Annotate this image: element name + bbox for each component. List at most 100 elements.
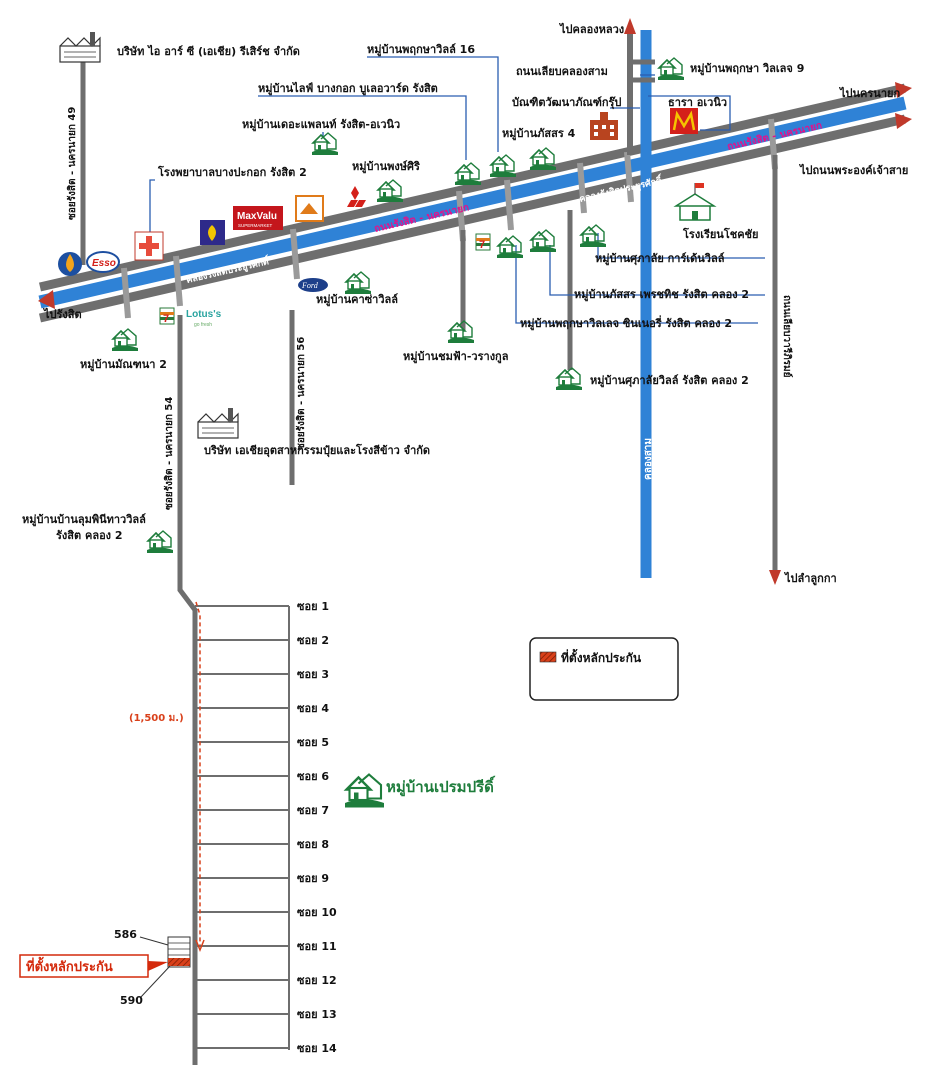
irc-label: บริษัท ไอ อาร์ ซี (เอเชีย) รีเสิร์ช จำกั…: [117, 44, 300, 58]
arrow-to-nakhon-nayok-icon: [895, 82, 912, 98]
to-ongkharak-label: ไปถนนพระองค์เจ้าสาย: [798, 163, 908, 177]
chomfa-house-icon: [447, 320, 475, 344]
route-arrow-icon: [195, 939, 205, 953]
plot-590-leader: [139, 965, 171, 999]
arrow-to-rangsit-icon: [38, 290, 55, 309]
supalai-garden-house-icon: [579, 224, 607, 248]
lumpini-label-2: รังสิต คลอง 2: [56, 529, 123, 542]
phongsiri-label: หมู่บ้านพงษ์ศิริ: [352, 160, 420, 174]
soi-10: ซอย 10: [297, 906, 337, 919]
pruksa-gold-label: หมู่บ้านพฤกษาวิลเลจ ซินเนอรี่ รังสิต คลอ…: [520, 315, 732, 331]
road-right-label: ถนนเลียบวารีภิรมย์: [781, 295, 793, 378]
planet-label: หมู่บ้านเดอะแพลนท์ รังสิต-อเวนิว: [242, 118, 400, 132]
phasorn4-label: หมู่บ้านภัสสร 4: [502, 127, 576, 141]
mitsubishi-logo-icon: [347, 186, 366, 207]
manthana-house-icon: [111, 328, 139, 352]
collateral-callout-pointer: [148, 961, 168, 971]
school-icon: [673, 183, 717, 221]
chomfa-label: หมู่บ้านชมฟ้า-วรางกูล: [403, 350, 509, 364]
legend-swatch: [539, 651, 557, 663]
phasorn4-house-icon-1: [454, 162, 482, 186]
phasorn-petch-label: หมู่บ้านภัสสร เพรชทิช รังสิต คลอง 2: [574, 288, 749, 302]
pruksa16-label: หมู่บ้านพฤกษาวิลล์ 16: [367, 43, 475, 57]
bank-logo-icon: [200, 220, 225, 245]
bridge-markers: [121, 118, 778, 319]
to-lamlukka-label: ไปลำลูกกา: [783, 571, 837, 586]
side-roads: [80, 62, 778, 1065]
leader-lines: [149, 56, 765, 324]
soi-11: ซอย 11: [297, 940, 337, 953]
to-nakhon-nayok-label: ไปนครนายก: [838, 86, 900, 100]
rangsit54-label: ซอยรังสิต - นครนายก 54: [163, 397, 175, 510]
phasorn4-house-icon-3: [529, 147, 557, 171]
prem-pree-label: หมู่บ้านเปรมปรีดิ์: [386, 775, 496, 797]
esso-logo: Esso: [86, 251, 120, 273]
soi-12: ซอย 12: [297, 974, 337, 987]
phongsiri-house-icon: [376, 179, 404, 203]
soi-13: ซอย 13: [297, 1008, 337, 1021]
soi-6: ซอย 6: [297, 770, 329, 783]
rangsit49-label: ซอยรังสิต - นครนายก 49: [66, 107, 78, 220]
soi-9: ซอย 9: [297, 872, 329, 885]
asia-fertilizer-label: บริษัท เอเชียอุตสาหกรรมปุ๋ยและโรงสีข้าว …: [204, 443, 430, 458]
distance-label: (1,500 ม.): [129, 713, 184, 724]
route-dashed-line: [195, 601, 201, 945]
soi-grid: [195, 605, 290, 1050]
soi-7: ซอย 7: [297, 804, 329, 817]
ford-logo: Ford: [298, 278, 328, 292]
soi-14: ซอย 14: [297, 1042, 337, 1055]
plot-586-label: 586: [114, 928, 137, 941]
tara-label: ธารา อเวนิว: [668, 96, 727, 109]
mcdonalds-icon: [670, 108, 698, 134]
pruksa9-house-icon: [657, 57, 685, 81]
lotus-label: Lotus's: [186, 309, 222, 320]
arrow-to-ongkharak-icon: [895, 113, 912, 129]
maxvalu-sub: SUPERMARKET: [238, 223, 273, 228]
rangsit56-label: ซอยรังสิต - นครนายก 56: [295, 337, 307, 450]
seven-eleven-label-2: 7: [479, 239, 485, 251]
supalai-ville-house-icon: [555, 367, 583, 391]
asia-fertilizer-factory-icon: [197, 407, 239, 439]
khlong3-label: คลองสาม: [643, 438, 654, 480]
lieb-road-label: ถนนเลียบคลองสาม: [516, 65, 608, 78]
soi-1: ซอย 1: [297, 600, 329, 613]
soi-5: ซอย 5: [297, 736, 329, 749]
orange-shop-logo-icon: [295, 195, 324, 222]
lumpini-label: หมู่บ้านบ้านลุมพินีทาววิลล์: [22, 513, 146, 527]
phasorn4-house-icon-2: [489, 154, 517, 178]
ford-label: Ford: [301, 281, 319, 290]
manthana-label: หมู่บ้านมัณฑนา 2: [80, 358, 167, 372]
esso-label: Esso: [92, 258, 116, 269]
maxvalu-label: MaxValu: [237, 211, 277, 222]
arrow-to-khlong-luang-icon: [624, 18, 636, 34]
legend-label: ที่ตั้งหลักประกัน: [561, 648, 642, 665]
pruksa9-label: หมู่บ้านพฤกษา วิลเลจ 9: [690, 62, 804, 76]
maxvalu-logo: MaxValu SUPERMARKET: [233, 206, 283, 230]
soi-3: ซอย 3: [297, 668, 329, 681]
legend-box: ที่ตั้งหลักประกัน: [529, 637, 679, 701]
seven-eleven-icon-1: 7: [159, 307, 175, 325]
plot-586-leader: [139, 936, 169, 946]
life-bangkok-label: หมู่บ้านไลฟ์ บางกอก บูเลอวาร์ด รังสิต: [258, 81, 438, 96]
highway-corridor: [38, 83, 907, 324]
collateral-plot: [167, 936, 191, 968]
bundit-label: บัณฑิตวัฒนาภัณฑ์กรุ๊ป: [512, 96, 621, 110]
supalai-ville-label: หมู่บ้านศุภาลัยวิลล์ รังสิต คลอง 2: [590, 374, 749, 388]
kasa-house-icon: [344, 271, 372, 295]
lotus-logo: Lotus's go fresh: [186, 309, 222, 328]
soi-4: ซอย 4: [297, 702, 329, 715]
bundit-building-icon: [590, 112, 618, 140]
school-label: โรงเรียนโชคชัย: [682, 227, 758, 241]
gas-station-icon: [58, 252, 82, 276]
collateral-callout-text: ที่ตั้งหลักประกัน: [26, 956, 113, 975]
irc-factory-icon: [59, 31, 101, 63]
prem-pree-house-icon: [343, 773, 386, 809]
pruksa-gold-house-icon: [496, 235, 524, 259]
to-rangsit-label: ไปรังสิต: [42, 307, 82, 321]
supalai-garden-label: หมู่บ้านศุภาลัย การ์เด้นวิลล์: [595, 252, 725, 266]
lotus-sub: go fresh: [194, 322, 212, 328]
soi-8: ซอย 8: [297, 838, 329, 851]
plot-590-label: 590: [120, 994, 143, 1007]
kasa-label: หมู่บ้านคาซ่าวิลล์: [316, 293, 398, 307]
